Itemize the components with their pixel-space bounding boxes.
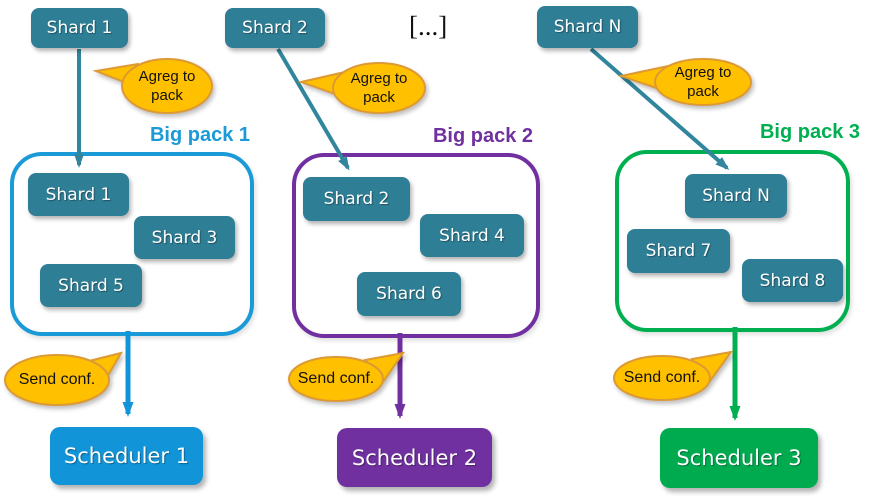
pack3-shard-box: Shard 8	[742, 259, 843, 302]
source-shard-1-box: Shard 1	[31, 8, 128, 48]
pack3-shard-box: Shard N	[685, 174, 787, 218]
arrow-shard2-to-pack2-icon	[276, 47, 350, 171]
source-shard-n-box: Shard N	[537, 6, 638, 48]
scheduler-3-box: Scheduler 3	[660, 428, 818, 488]
pack1-shard-box: Shard 1	[28, 173, 129, 216]
agreg-bubble-3-shape-icon	[617, 58, 752, 106]
big-pack-1-label: Big pack 1	[149, 124, 250, 146]
send-bubble-2-shape-icon	[288, 351, 406, 402]
arrow-shardN-to-pack3-icon	[589, 47, 730, 170]
pack2-shard-box: Shard 4	[420, 214, 524, 257]
scheduler-2-box: Scheduler 2	[337, 428, 492, 487]
send-bubble-3-label: Send conf.	[623, 369, 701, 386]
agreg-bubble-1-label: Agreg to pack	[138, 68, 196, 104]
big-pack-2-label: Big pack 2	[432, 125, 533, 147]
big-pack-3-label: Big pack 3	[759, 121, 860, 143]
agreg-bubble-3-label: Agreg to pack	[674, 64, 732, 100]
send-bubble-2-label: Send conf.	[297, 370, 375, 387]
agreg-bubble-1-shape-icon	[92, 58, 213, 114]
big-pack-2-container	[292, 153, 540, 338]
ellipsis-label: [...]	[409, 11, 448, 41]
send-bubble-3-shape-icon	[613, 350, 734, 401]
big-pack-1-container	[10, 152, 254, 336]
send-bubble-1-label: Send conf.	[18, 371, 96, 388]
pack2-shard-box: Shard 2	[303, 177, 410, 221]
pack2-shard-box: Shard 6	[357, 272, 461, 316]
pack1-shard-box: Shard 3	[134, 216, 235, 259]
agreg-bubble-2-label: Agreg to pack	[350, 70, 408, 106]
pack3-shard-box: Shard 7	[627, 229, 730, 273]
agreg-bubble-2-shape-icon	[297, 62, 426, 114]
scheduler-1-box: Scheduler 1	[50, 427, 203, 485]
send-bubble-1-shape-icon	[4, 351, 124, 406]
source-shard-2-box: Shard 2	[225, 8, 325, 48]
pack1-shard-box: Shard 5	[40, 264, 142, 307]
